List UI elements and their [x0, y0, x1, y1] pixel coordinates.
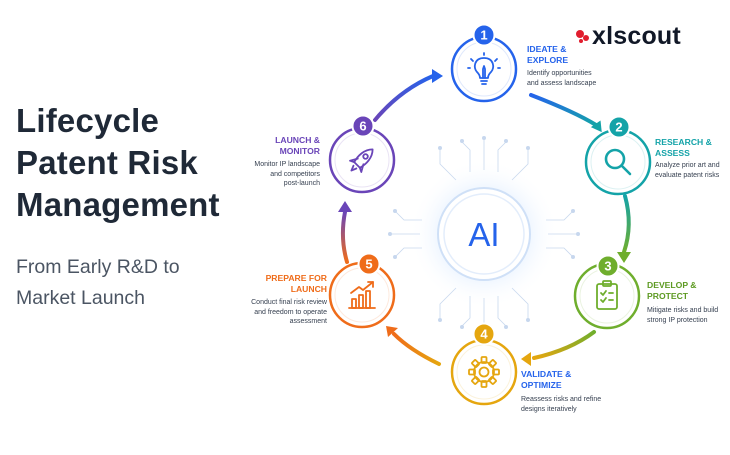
step-5-node: 5 — [328, 252, 396, 329]
step-1-badge — [472, 23, 496, 47]
step-6-title: LAUNCH &MONITOR — [275, 135, 320, 156]
step-3-number: 3 — [604, 259, 611, 274]
step-4-number: 4 — [480, 327, 488, 342]
cycle-arrows — [340, 74, 631, 366]
arrowheads — [338, 69, 631, 366]
subtitle-line: From Early R&D to — [16, 256, 180, 278]
arrow-3-to-4 — [532, 330, 596, 360]
page-title: Lifecycle Patent Risk Management — [16, 100, 220, 226]
step-3-node: 3 — [573, 254, 641, 330]
arrow-1-to-2 — [529, 93, 598, 127]
step-3-badge — [596, 254, 620, 278]
step-4-badge — [472, 322, 496, 346]
logo-mark-icon — [576, 29, 591, 44]
arrow-6-to-1 — [373, 74, 435, 122]
step-4-title: VALIDATE &OPTIMIZE — [521, 369, 572, 390]
step-6-badge — [351, 114, 375, 138]
logo-text: xlscout — [592, 22, 681, 50]
step-2-badge — [607, 115, 631, 139]
ai-circle — [437, 187, 531, 281]
step-1-ring — [450, 35, 518, 103]
arrow-4-to-5 — [392, 332, 441, 366]
page-subtitle: From Early R&D to Market Launch — [16, 252, 180, 314]
step-5-badge — [357, 252, 381, 276]
xlscout-logo: xlscout — [576, 22, 681, 51]
step-5-number: 5 — [365, 257, 372, 272]
step-2-node: 2 — [584, 115, 652, 196]
step-6-number: 6 — [359, 119, 366, 134]
magnifier-icon — [604, 148, 632, 176]
step-6-node: 6 — [328, 114, 396, 194]
title-line: Patent Risk — [16, 144, 198, 181]
step-2-title: RESEARCH &ASSESS — [655, 137, 712, 158]
ai-label: AI — [468, 216, 499, 253]
step-2-number: 2 — [615, 120, 622, 135]
arrow-5-to-6 — [340, 210, 349, 264]
title-line: Lifecycle — [16, 102, 160, 139]
step-6-ring — [328, 126, 396, 194]
step-1-title: IDEATE &EXPLORE — [527, 44, 569, 65]
gear-icon — [468, 356, 500, 388]
title-line: Management — [16, 186, 220, 223]
clipboard-check-icon — [596, 280, 618, 310]
step-1-node: 1 — [450, 23, 518, 103]
step-2-ring — [584, 128, 652, 196]
subtitle-line: Market Launch — [16, 287, 145, 309]
lightbulb-icon — [467, 52, 501, 85]
step-4-ring — [450, 338, 518, 406]
growth-chart-icon — [348, 281, 376, 309]
step-4-node: 4 — [450, 322, 518, 406]
step-1-number: 1 — [480, 28, 487, 43]
step-3-title: DEVELOP &PROTECT — [647, 280, 697, 301]
rocket-icon — [349, 148, 374, 173]
arrow-2-to-3 — [622, 194, 631, 254]
